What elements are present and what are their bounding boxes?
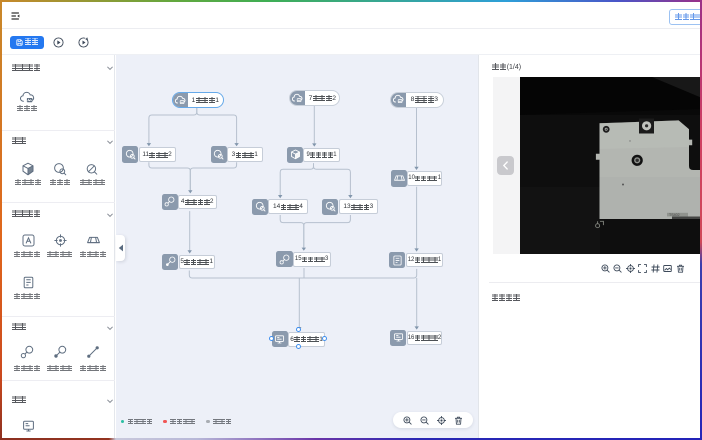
- svg-text:TS402: TS402: [669, 213, 680, 217]
